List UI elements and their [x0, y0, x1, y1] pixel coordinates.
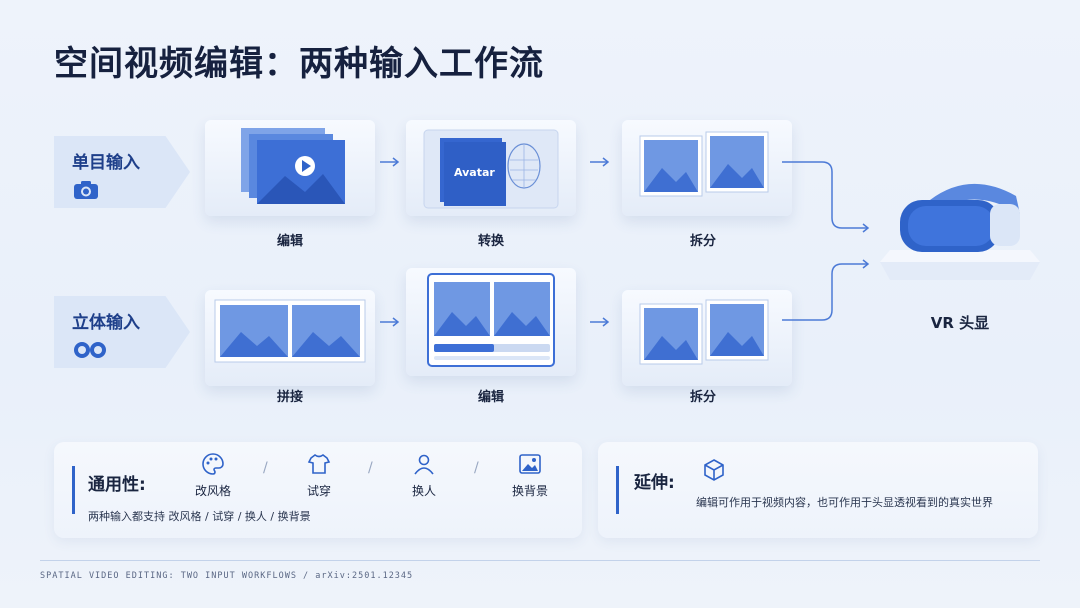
image-icon [490, 452, 570, 476]
generality-note: 两种输入都支持 改风格 / 试穿 / 换人 / 换背景 [88, 510, 311, 523]
feature-label: 换背景 [511, 484, 548, 498]
vr-caption: VR 头显 [930, 314, 990, 332]
step-caption: 拆分 [689, 234, 716, 249]
extension-note: 编辑可作用于视频内容，也可作用于头显透视看到的真实世界 [696, 496, 993, 509]
feature-label: 试穿 [306, 484, 331, 498]
step-caption: 拼接 [276, 390, 303, 405]
extension-panel: 延伸: 编辑可作用于视频内容，也可作用于头显透视看到的真实世界 [598, 442, 1038, 538]
feature-swap-person: 换人 [384, 452, 464, 499]
feature-tryon: 试穿 [279, 452, 359, 499]
feature-background: 换背景 [490, 452, 570, 499]
divider: / [263, 460, 268, 476]
step-caption: 编辑 [477, 390, 504, 405]
split-frames-icon [622, 290, 792, 386]
arrow-icon [782, 263, 868, 321]
divider: / [474, 460, 479, 476]
vr-headset-icon [870, 170, 1050, 290]
row-label-stereo: 立体输入 [54, 296, 190, 368]
stereo-lens-icon [72, 341, 190, 359]
avatar-card-text: Avatar [454, 166, 495, 179]
arrow-icon [782, 161, 868, 229]
camera-icon [72, 181, 190, 199]
person-icon [384, 452, 464, 476]
step-caption: 拆分 [689, 390, 716, 405]
tshirt-icon [279, 452, 359, 476]
divider: / [368, 460, 373, 476]
panel-accent-bar [72, 466, 75, 514]
footer-divider [40, 560, 1040, 561]
feature-style: 改风格 [173, 452, 253, 499]
video-editor-icon [406, 268, 576, 376]
page-title: 空间视频编辑：两种输入工作流 [54, 44, 544, 84]
avatar-conversion-icon: Avatar [406, 120, 576, 216]
step-caption: 编辑 [276, 234, 303, 249]
feature-label: 换人 [411, 484, 436, 498]
generality-heading: 通用性: [88, 475, 146, 495]
row-label-stereo-text: 立体输入 [72, 313, 140, 333]
palette-icon [173, 452, 253, 476]
cube-icon [702, 458, 726, 486]
extension-heading: 延伸: [634, 473, 675, 493]
row-label-mono: 单目输入 [54, 136, 190, 208]
row-label-mono-text: 单目输入 [72, 153, 140, 173]
video-edit-icon [205, 120, 375, 216]
stitch-frames-icon [205, 290, 375, 386]
footer-text: SPATIAL VIDEO EDITING: TWO INPUT WORKFLO… [40, 571, 414, 581]
generality-panel: 通用性: 两种输入都支持 改风格 / 试穿 / 换人 / 换背景 [54, 442, 582, 538]
feature-label: 改风格 [194, 484, 231, 498]
step-caption: 转换 [477, 234, 504, 249]
split-frames-icon [622, 120, 792, 216]
panel-accent-bar [616, 466, 619, 514]
